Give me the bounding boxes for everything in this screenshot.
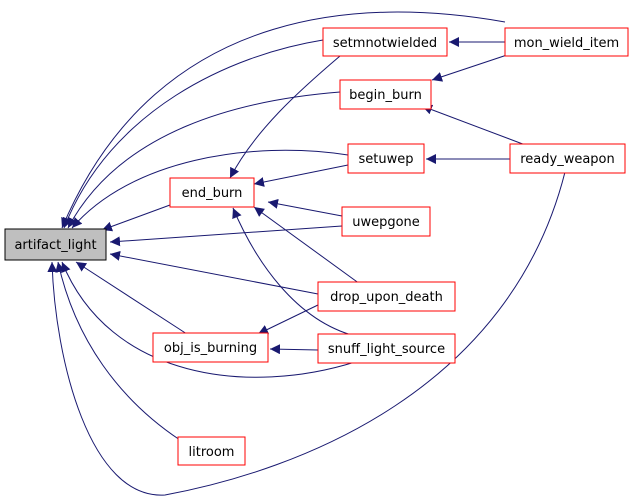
edge-litroom-to-artifact-light [55,261,181,441]
edge-drop-upon-death-to-artifact-light [109,250,319,295]
edge-snuff-light-source-to-obj-is-burning [269,344,319,355]
edges [47,11,566,496]
edge-drop-upon-death-to-end-burn [253,206,361,285]
edge-uwepgone-to-artifact-light [109,225,343,247]
node-mon-wield-item[interactable]: mon_wield_item [504,27,629,57]
node-label: uwepgone [352,215,420,230]
edge-snuff-light-source-to-end-burn [232,207,356,337]
edge-ready-weapon-to-begin-burn [421,104,529,147]
edge-mon-wield-item-to-begin-burn [431,53,511,82]
edge-setuwep-to-artifact-light [71,149,349,229]
edge-obj-is-burning-to-artifact-light [75,261,191,337]
node-drop-upon-death[interactable]: drop_upon_death [317,281,456,312]
node-begin-burn[interactable]: begin_burn [339,79,432,110]
edge-drop-upon-death-to-obj-is-burning [257,303,321,335]
edge-setmnotwielded-to-end-burn [229,55,341,179]
node-uwepgone[interactable]: uwepgone [341,206,431,237]
node-label: end_burn [182,186,243,201]
node-label: drop_upon_death [330,290,443,305]
node-end-burn[interactable]: end_burn [169,177,255,208]
node-snuff-light-source[interactable]: snuff_light_source [317,333,456,364]
node-label: obj_is_burning [164,341,257,356]
node-litroom[interactable]: litroom [177,436,246,466]
node-setuwep[interactable]: setuwep [347,143,425,174]
edge-snuff-light-source-to-artifact-light [61,261,356,378]
edge-end-burn-to-artifact-light [101,204,171,232]
node-label: begin_burn [349,88,422,103]
edge-setuwep-to-end-burn [253,164,349,187]
node-label: setmnotwielded [333,36,437,51]
node-label: artifact_light [14,238,96,253]
edge-setmnotwielded-to-artifact-light [62,39,324,229]
edge-uwepgone-to-end-burn [267,198,343,217]
node-label: ready_weapon [520,152,615,167]
node-artifact-light[interactable]: artifact_light [4,228,107,261]
node-label: setuwep [359,152,414,167]
node-ready-weapon[interactable]: ready_weapon [509,143,626,174]
edge-begin-burn-to-artifact-light [67,91,341,229]
nodes: artifact_light end_burn obj_is_burning l… [4,27,629,466]
node-label: litroom [189,445,235,460]
edge-ready-weapon-to-artifact-light [47,171,566,496]
node-label: mon_wield_item [514,36,619,51]
node-obj-is-burning[interactable]: obj_is_burning [152,332,269,363]
node-label: snuff_light_source [328,342,445,357]
edge-mon-wield-item-to-artifact-light [61,11,506,229]
node-setmnotwielded[interactable]: setmnotwielded [322,27,448,57]
